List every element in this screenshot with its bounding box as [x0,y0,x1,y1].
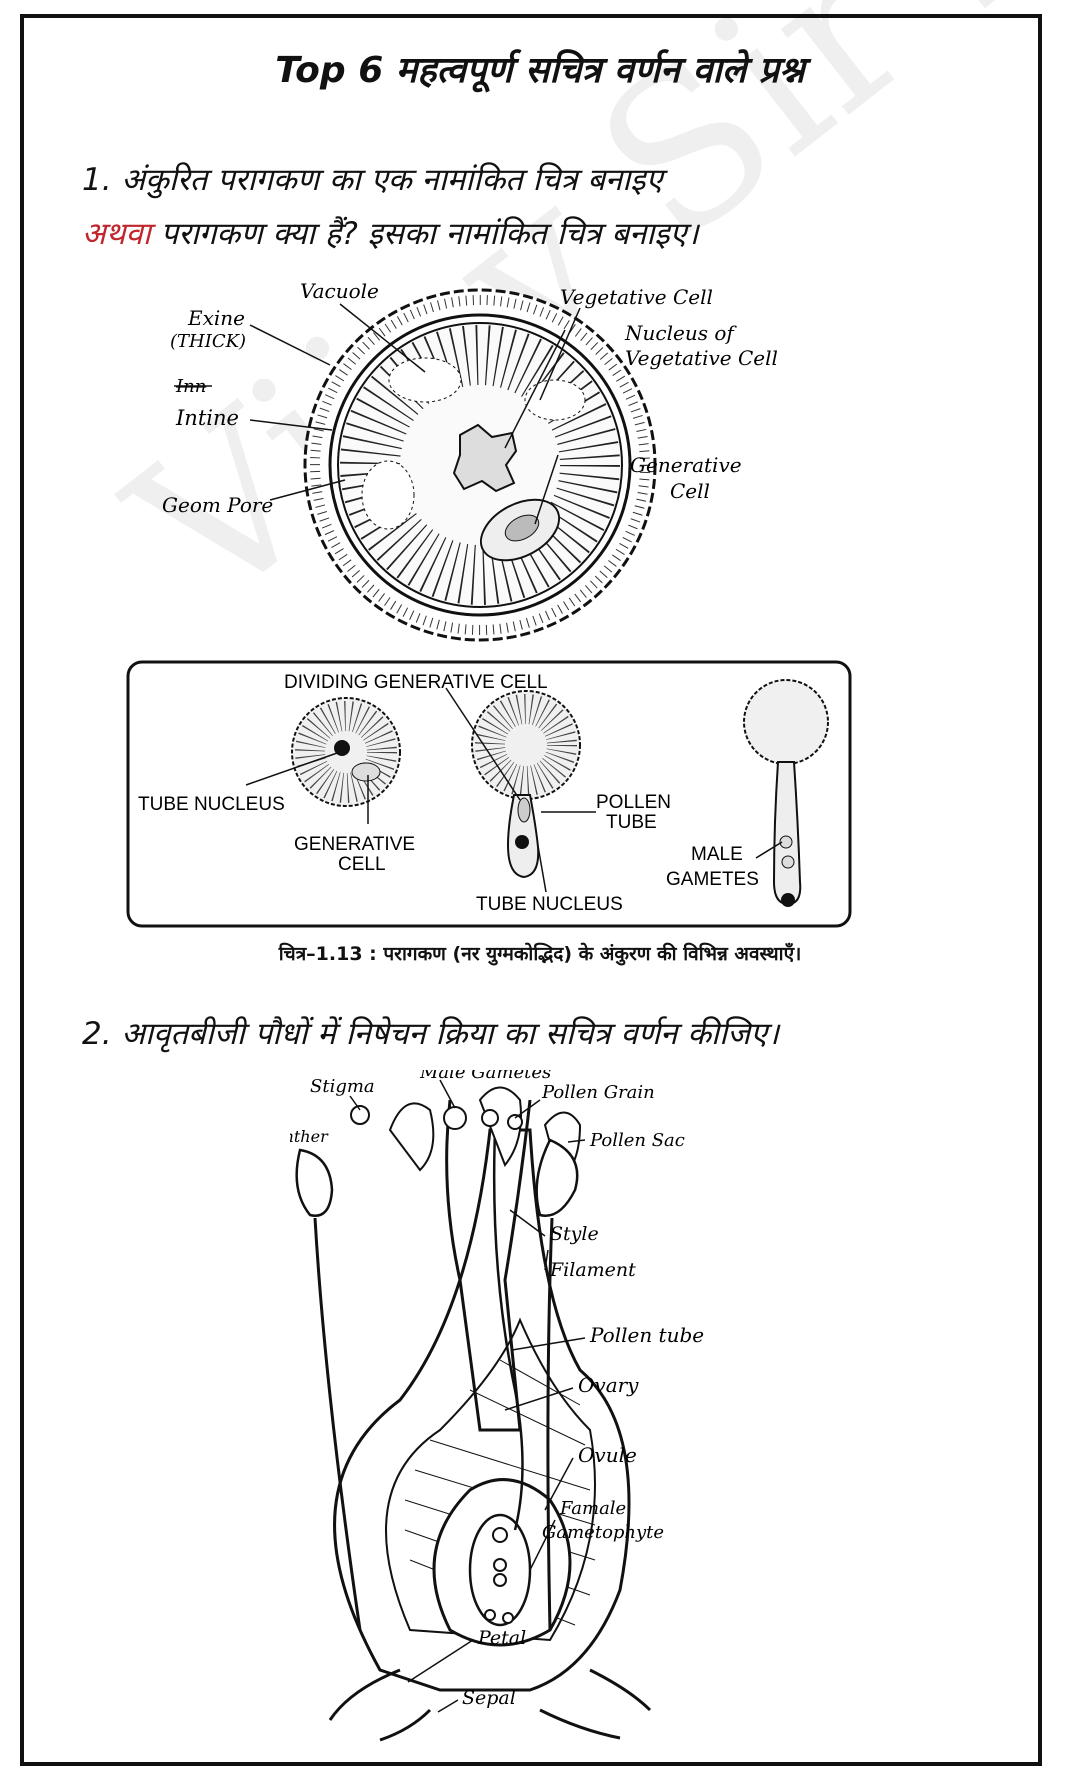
label-dividing-generative: DIVIDING GENERATIVE CELL [284,672,548,693]
label-tube-nucleus-1: TUBE NUCLEUS [138,794,285,815]
antipodal-2 [502,1612,514,1624]
stage3-tube [772,761,802,906]
flower-leader-lines [349,1079,586,1713]
stage2-dots [475,694,577,796]
label-anther: Anther [290,1127,329,1146]
question-2: 2. आवृतबीजी पौधों में निषेचन क्रिया का स… [82,1016,780,1052]
label-pollen-grain: Pollen Grain [541,1082,655,1103]
stage3-tube-nucleus [781,893,795,907]
label-male-gametes: MALE [691,844,743,865]
vegetative-nucleus [452,423,518,493]
leader-lines [249,303,581,525]
stage2-tube-nucleus [515,835,529,849]
polar-nuclei-1 [493,1558,507,1572]
generative-nucleus [504,514,540,542]
sepal [379,1708,621,1742]
label-generative-stage: GENERATIVE [294,834,415,855]
style [445,1099,532,1432]
label-generative-stage-2: CELL [338,854,386,875]
pollen-grains [350,1105,523,1130]
athva-word: अथवा [82,216,151,252]
label-nucleus-vegetative: Nucleus of [624,321,737,345]
germination-stages-diagram: DIVIDING GENERATIVE CELL TUBE NUCLEUS GE… [126,660,852,928]
filament-right [546,1217,554,1631]
stigma-lobes [388,1086,582,1182]
label-pollen-sac: Pollen Sac [589,1130,685,1151]
label-tube-nucleus-2: TUBE NUCLEUS [476,894,623,915]
label-female-gametophyte-2: Gametophyte [542,1522,664,1543]
stage2-dividing [517,797,531,823]
page-title: Top 6 महत्वपूर्ण सचित्र वर्णन वाले प्रश्… [275,50,805,91]
label-germ-pore: Geom Pore [162,493,273,517]
label-style: Style [550,1223,599,1245]
vacuole-3 [361,460,415,530]
petals [328,1668,652,1721]
label-male-gametes-flower: Male Gametes [419,1070,551,1083]
label-pollen-tube-2: TUBE [606,812,657,833]
cytoplasm-dots [340,325,620,605]
pollen-tube [492,1129,524,1531]
label-ovary: Ovary [578,1373,639,1397]
label-generative-cell: Cell [670,479,710,503]
question-1-line-1: 1. अंकुरित परागकण का एक नामांकित चित्र ब… [82,162,663,198]
question-1-text: परागकण क्या हैं? इसका नामांकित चित्र बना… [150,216,699,252]
filament-left [313,1217,362,1631]
egg-cell-1 [492,1527,508,1543]
question-1-line-2: अथवा परागकण क्या हैं? इसका नामांकित चित्… [82,212,698,254]
vacuole-1 [388,357,462,403]
polar-nuclei-2 [493,1573,507,1587]
exine-dots [310,295,650,635]
label-exine-thick: (THICK) [170,331,246,352]
label-female-gametophyte: Famale [559,1498,626,1519]
stage3-gamete-1 [779,835,793,849]
page-frame [20,14,1042,1766]
label-intine: Intine [175,406,239,430]
figure-caption: चित्र–1.13 : परागकण (नर युग्मकोद्भिद) के… [278,943,802,965]
stage1-dots [295,701,397,803]
label-sepal: Sepal [462,1687,516,1709]
label-stigma: Stigma [310,1076,375,1097]
label-petal: Petal [477,1627,526,1649]
fertilization-diagram: Stigma Male Gametes Pollen Grain Anther … [290,1070,704,1742]
vacuole-2 [524,379,586,421]
label-nucleus-vegetative-2: Vegetative Cell [625,346,778,370]
label-pollen-tube-flower: Pollen tube [589,1323,704,1347]
anther-right [535,1138,579,1217]
stage3-gamete-2 [781,855,795,869]
stage3-grain [743,679,829,765]
pollen-grain-diagram: Vacuole Vegetative Cell Exine (THICK) In… [162,280,778,642]
stage-leader-lines [245,687,783,893]
label-filament: Filament [549,1259,636,1281]
antipodal-1 [484,1609,496,1621]
label-exine: Exine [187,306,245,330]
label-vegetative-cell: Vegetative Cell [560,285,713,309]
anther-left [295,1148,334,1217]
label-vacuole: Vacuole [300,280,379,303]
label-male-gametes-2: GAMETES [666,869,759,890]
label-pollen-tube: POLLEN [596,792,671,813]
label-ovule: Ovule [578,1443,637,1467]
label-generative: Generative [630,453,742,477]
stage1-generative [351,762,381,782]
